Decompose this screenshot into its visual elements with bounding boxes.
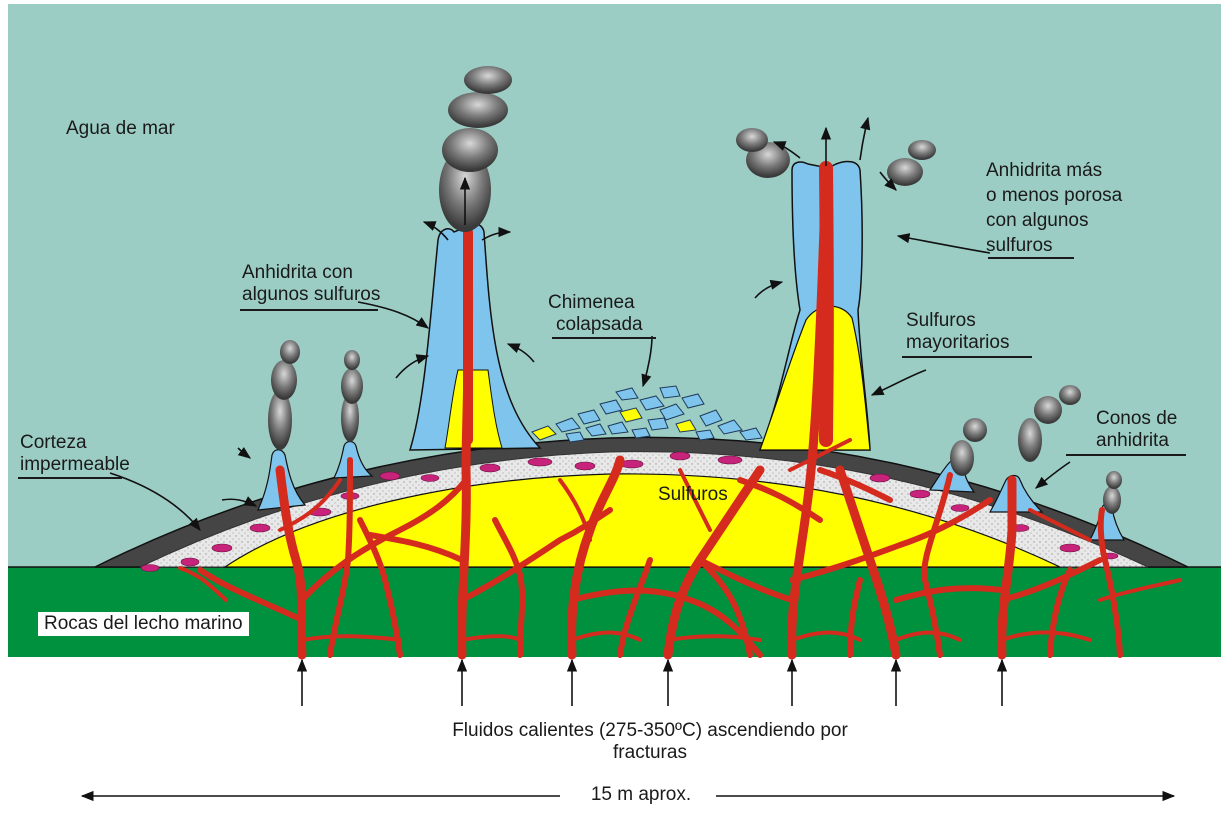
anhydrite-cones-line-2: anhidrita: [1096, 430, 1169, 451]
anhydrite-cones-underline: [1066, 454, 1186, 456]
impermeable-crust-label: Corteza impermeable: [20, 432, 130, 476]
porous-anhydrite-label: Anhidrita más o menos porosa con algunos…: [986, 158, 1122, 258]
major-sulfides-label: Sulfuros mayoritarios: [906, 310, 1009, 354]
hot-fluids-line-1: Fluidos calientes (275-350ºC) ascendiend…: [452, 720, 848, 741]
anhydrite-cones-line-1: Conos de: [1096, 408, 1177, 429]
hot-fluids-line-2: fracturas: [613, 742, 687, 763]
fluid-ascent-arrows: [302, 660, 1002, 706]
collapsed-chimney-label: Chimenea colapsada: [548, 292, 643, 336]
porous-anhydrite-line-1: Anhidrita más: [986, 160, 1102, 181]
porous-anhydrite-line-4: sulfuros: [986, 235, 1053, 256]
sea-water-label: Agua de mar: [66, 118, 175, 140]
porous-anhydrite-underline: [988, 257, 1074, 259]
hot-fluids-label: Fluidos calientes (275-350ºC) ascendiend…: [390, 720, 910, 764]
impermeable-crust-line-2: impermeable: [20, 454, 130, 475]
anhydrite-cones-label: Conos de anhidrita: [1096, 408, 1177, 452]
major-sulfides-line-2: mayoritarios: [906, 332, 1009, 353]
seabed-rocks-label: Rocas del lecho marino: [38, 612, 249, 636]
anhydrite-with-sulfides-label: Anhidrita con algunos sulfuros: [242, 262, 380, 306]
scale-label: 15 m aprox.: [566, 784, 716, 806]
collapsed-chimney-line-2: colapsada: [548, 314, 643, 335]
collapsed-chimney-line-1: Chimenea: [548, 292, 635, 313]
major-sulfides-line-1: Sulfuros: [906, 310, 976, 331]
major-sulfides-underline: [902, 356, 1032, 358]
anhydrite-with-sulfides-line-2: algunos sulfuros: [242, 284, 380, 305]
anhydrite-with-sulfides-line-1: Anhidrita con: [242, 262, 353, 283]
sulfides-label: Sulfuros: [658, 484, 728, 506]
impermeable-crust-underline: [18, 477, 122, 479]
anhydrite-with-sulfides-underline: [240, 309, 378, 311]
porous-anhydrite-line-2: o menos porosa: [986, 185, 1122, 206]
collapsed-chimney-underline: [552, 337, 656, 339]
impermeable-crust-line-1: Corteza: [20, 432, 87, 453]
porous-anhydrite-line-3: con algunos: [986, 210, 1088, 231]
